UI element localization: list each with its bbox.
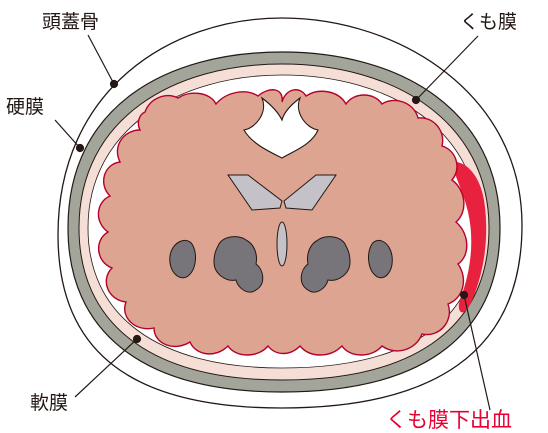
leader-pia-dot — [134, 336, 141, 343]
leader-dura-dot — [77, 145, 84, 152]
left-temporal-horn — [170, 240, 196, 277]
label-arachnoid: くも膜 — [460, 11, 517, 33]
right-temporal-horn — [369, 240, 393, 277]
leader-skull — [88, 35, 114, 84]
leader-sah-dot — [461, 292, 468, 299]
leader-arachnoid-dot — [413, 97, 420, 104]
leader-skull-dot — [111, 81, 118, 88]
third-ventricle — [277, 222, 287, 266]
label-skull: 頭蓋骨 — [42, 11, 99, 33]
label-sah: くも膜下出血 — [386, 408, 512, 432]
leader-dura — [55, 120, 80, 148]
label-dura: 硬膜 — [6, 96, 44, 118]
label-pia: 軟膜 — [30, 392, 68, 414]
